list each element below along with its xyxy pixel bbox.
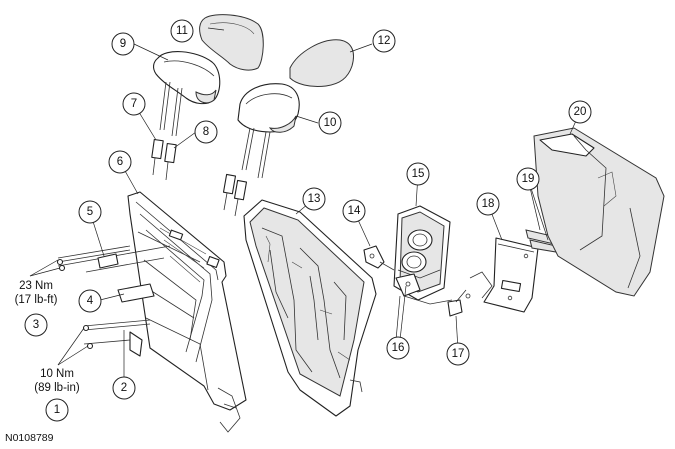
svg-text:15: 15 bbox=[412, 168, 425, 180]
svg-text:23 Nm: 23 Nm bbox=[19, 280, 53, 292]
guide-sleeves-lower bbox=[222, 173, 248, 217]
callout-19: 19 bbox=[516, 167, 540, 191]
torque-spec-lower: 10 Nm (89 lb-in) bbox=[34, 368, 80, 394]
svg-text:14: 14 bbox=[348, 205, 361, 217]
callout-4: 4 bbox=[78, 289, 102, 313]
headrest-part-11 bbox=[199, 14, 264, 71]
svg-text:20: 20 bbox=[574, 106, 587, 118]
svg-text:8: 8 bbox=[203, 126, 209, 138]
seatback-frame-part-6 bbox=[127, 191, 247, 433]
svg-text:9: 9 bbox=[120, 38, 126, 50]
callout-3: 3 bbox=[24, 313, 48, 337]
bracket-part-14 bbox=[363, 245, 395, 271]
svg-text:10 Nm: 10 Nm bbox=[40, 368, 74, 380]
svg-text:3: 3 bbox=[33, 319, 39, 331]
svg-text:18: 18 bbox=[482, 198, 495, 210]
torque-spec-upper: 23 Nm (17 lb-ft) bbox=[15, 280, 58, 306]
svg-text:17: 17 bbox=[452, 348, 465, 360]
svg-text:13: 13 bbox=[308, 193, 321, 205]
callout-6: 6 bbox=[108, 150, 132, 174]
callout-14: 14 bbox=[342, 199, 366, 223]
plate-part-18 bbox=[469, 237, 539, 313]
svg-text:4: 4 bbox=[87, 295, 94, 307]
callout-11: 11 bbox=[170, 19, 194, 43]
callout-10: 10 bbox=[318, 111, 342, 135]
svg-text:7: 7 bbox=[131, 98, 137, 110]
svg-text:(89 lb-in): (89 lb-in) bbox=[34, 382, 80, 394]
svg-text:12: 12 bbox=[378, 35, 391, 47]
svg-text:(17 lb-ft): (17 lb-ft) bbox=[15, 294, 58, 306]
headrest-part-12 bbox=[289, 39, 354, 87]
callout-17: 17 bbox=[446, 342, 470, 366]
headrest-part-10 bbox=[237, 83, 300, 179]
svg-text:6: 6 bbox=[117, 156, 123, 168]
callout-7: 7 bbox=[122, 92, 146, 116]
callout-9: 9 bbox=[111, 32, 135, 56]
svg-text:5: 5 bbox=[87, 206, 93, 218]
callout-15: 15 bbox=[406, 162, 430, 186]
svg-text:1: 1 bbox=[54, 404, 60, 416]
callout-12: 12 bbox=[372, 29, 396, 53]
callout-18: 18 bbox=[476, 192, 500, 216]
callout-5: 5 bbox=[78, 200, 102, 224]
seatback-cushion-part-13 bbox=[243, 199, 377, 417]
svg-text:2: 2 bbox=[121, 382, 127, 394]
callout-16: 16 bbox=[386, 336, 410, 360]
callout-1: 1 bbox=[45, 398, 69, 422]
bolts-and-brackets bbox=[56, 245, 171, 357]
svg-text:19: 19 bbox=[522, 173, 535, 185]
callout-8: 8 bbox=[194, 120, 218, 144]
headrest-part-9 bbox=[153, 51, 221, 137]
hinge-part-16 bbox=[395, 273, 453, 305]
callout-13: 13 bbox=[302, 187, 326, 211]
trim-cover-part-20 bbox=[533, 127, 665, 297]
guide-sleeves-part-7-8 bbox=[151, 138, 177, 181]
callout-20: 20 bbox=[568, 100, 592, 124]
clips-part-19 bbox=[525, 229, 557, 253]
figure-id: N0108789 bbox=[5, 432, 54, 444]
panel-part-17 bbox=[447, 289, 471, 317]
svg-text:10: 10 bbox=[324, 117, 337, 129]
svg-text:11: 11 bbox=[176, 25, 188, 37]
callout-2: 2 bbox=[112, 376, 136, 400]
svg-text:16: 16 bbox=[392, 342, 405, 354]
